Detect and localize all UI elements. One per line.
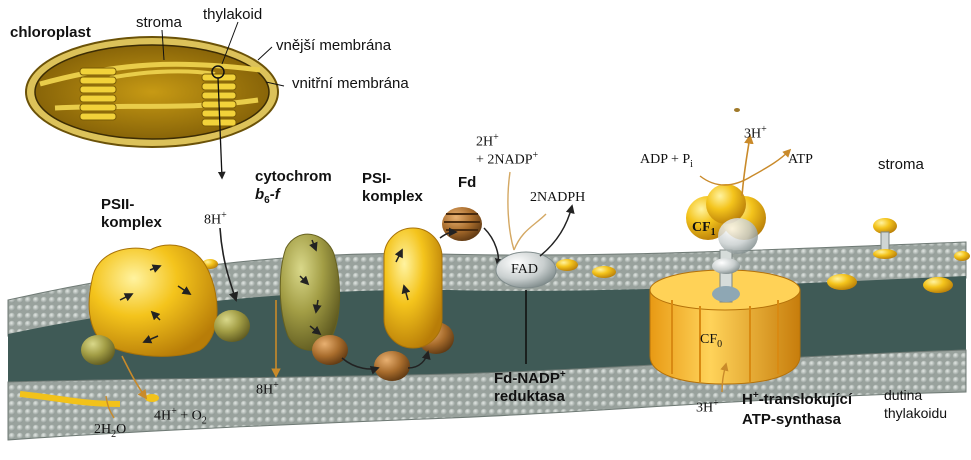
label-stroma-right: stroma [878, 156, 924, 173]
chem-2h: 2H+ [476, 132, 499, 151]
label-cf0-sub: 0 [717, 339, 722, 350]
chem-4h-text: 4H [154, 409, 171, 424]
chem-8h-bottom-sup: + [273, 380, 279, 391]
chem-o2-sub: 2 [202, 415, 207, 426]
chem-2nadph: 2NADPH [530, 190, 585, 206]
chem-h2o-text: 2H [94, 422, 111, 437]
chem-4h-o2: 4H+ + O2 [154, 406, 207, 426]
label-psii-line2: komplex [101, 214, 162, 232]
chem-2h-sup: + [493, 132, 499, 143]
chem-h2o-end: O [116, 422, 126, 437]
chem-2nadp: + 2NADP+ [476, 150, 538, 169]
label-fdnadp-sup: + [560, 369, 566, 380]
chem-2nadp-text: + 2NADP [476, 153, 533, 168]
label-fd-nadp-reductase: Fd-NADP+ reduktasa [494, 366, 566, 406]
label-fdnadp-line2: reduktasa [494, 388, 566, 406]
label-fd: Fd [458, 174, 476, 191]
psi-complex [384, 228, 442, 348]
label-chloroplast: chloroplast [10, 24, 91, 41]
chem-3h-top-sup: + [761, 124, 767, 135]
chem-2nadp-sup: + [533, 150, 539, 161]
label-stroma-top: stroma [136, 14, 182, 31]
chem-3h-bottom: 3H+ [696, 398, 719, 417]
chem-8h-bottom: 8H+ [256, 380, 279, 399]
label-atp-synthase: H+-translokující ATP-synthasa [742, 386, 852, 430]
label-cf0-text: CF [700, 332, 717, 347]
chem-adp-text: ADP + P [640, 152, 690, 167]
label-lumen-line1: dutina [884, 386, 947, 404]
label-psii-line1: PSII- [101, 196, 162, 214]
label-thylakoid: thylakoid [203, 6, 262, 23]
label-psi-line2: komplex [362, 188, 423, 206]
label-psii-complex: PSII- komplex [101, 196, 162, 232]
label-lumen-line2: thylakoidu [884, 404, 947, 422]
chem-8h-top-text: 8H [204, 213, 221, 228]
chem-3h-top-text: 3H [744, 127, 761, 142]
chem-3h-bottom-text: 3H [696, 401, 713, 416]
chem-8h-top: 8H+ [204, 210, 227, 229]
label-cytochrome-line2: b6-f [255, 186, 332, 210]
label-cf0: CF0 [700, 332, 722, 350]
chem-2h-text: 2H [476, 135, 493, 150]
label-cytochrome: cytochrom b6-f [255, 168, 332, 210]
label-cytochrome-line1: cytochrom [255, 168, 332, 186]
label-b6f-f: -f [270, 186, 280, 203]
label-cf1-text: CF [692, 220, 711, 235]
chem-8h-top-sup: + [221, 210, 227, 221]
label-fdnadp-text: Fd-NADP [494, 370, 560, 387]
chem-o2-text: + O [177, 409, 202, 424]
chem-3h-top: 3H+ [744, 124, 767, 143]
label-cf1-sub: 1 [711, 227, 716, 238]
chem-2h2o: 2H2O [94, 422, 126, 440]
label-fad: FAD [511, 262, 538, 278]
label-fdnadp-line1: Fd-NADP+ [494, 366, 566, 388]
chem-adp-sub: i [690, 159, 693, 170]
label-inner-membrane: vnitřní membrána [292, 75, 409, 92]
outer-membrane-leader [258, 47, 272, 60]
chem-atp: ATP [788, 152, 813, 168]
label-cf1: CF1 [692, 220, 716, 238]
chem-3h-bottom-sup: + [713, 398, 719, 409]
label-psi-line1: PSI- [362, 170, 423, 188]
label-psi-complex: PSI- komplex [362, 170, 423, 206]
label-htransloc-text: -translokující [759, 391, 852, 408]
label-htransloc-line2: ATP-synthasa [742, 410, 852, 430]
label-b6f-b: b [255, 186, 264, 203]
chem-8h-bottom-text: 8H [256, 383, 273, 398]
cytochrome-b6f [280, 234, 339, 350]
label-htransloc-h: H [742, 391, 753, 408]
label-outer-membrane: vnější membrána [276, 37, 391, 54]
label-lumen: dutina thylakoidu [884, 386, 947, 422]
chloroplast-illustration [26, 22, 284, 178]
label-htransloc-line1: H+-translokující [742, 386, 852, 410]
chem-adp-pi: ADP + Pi [640, 152, 693, 170]
